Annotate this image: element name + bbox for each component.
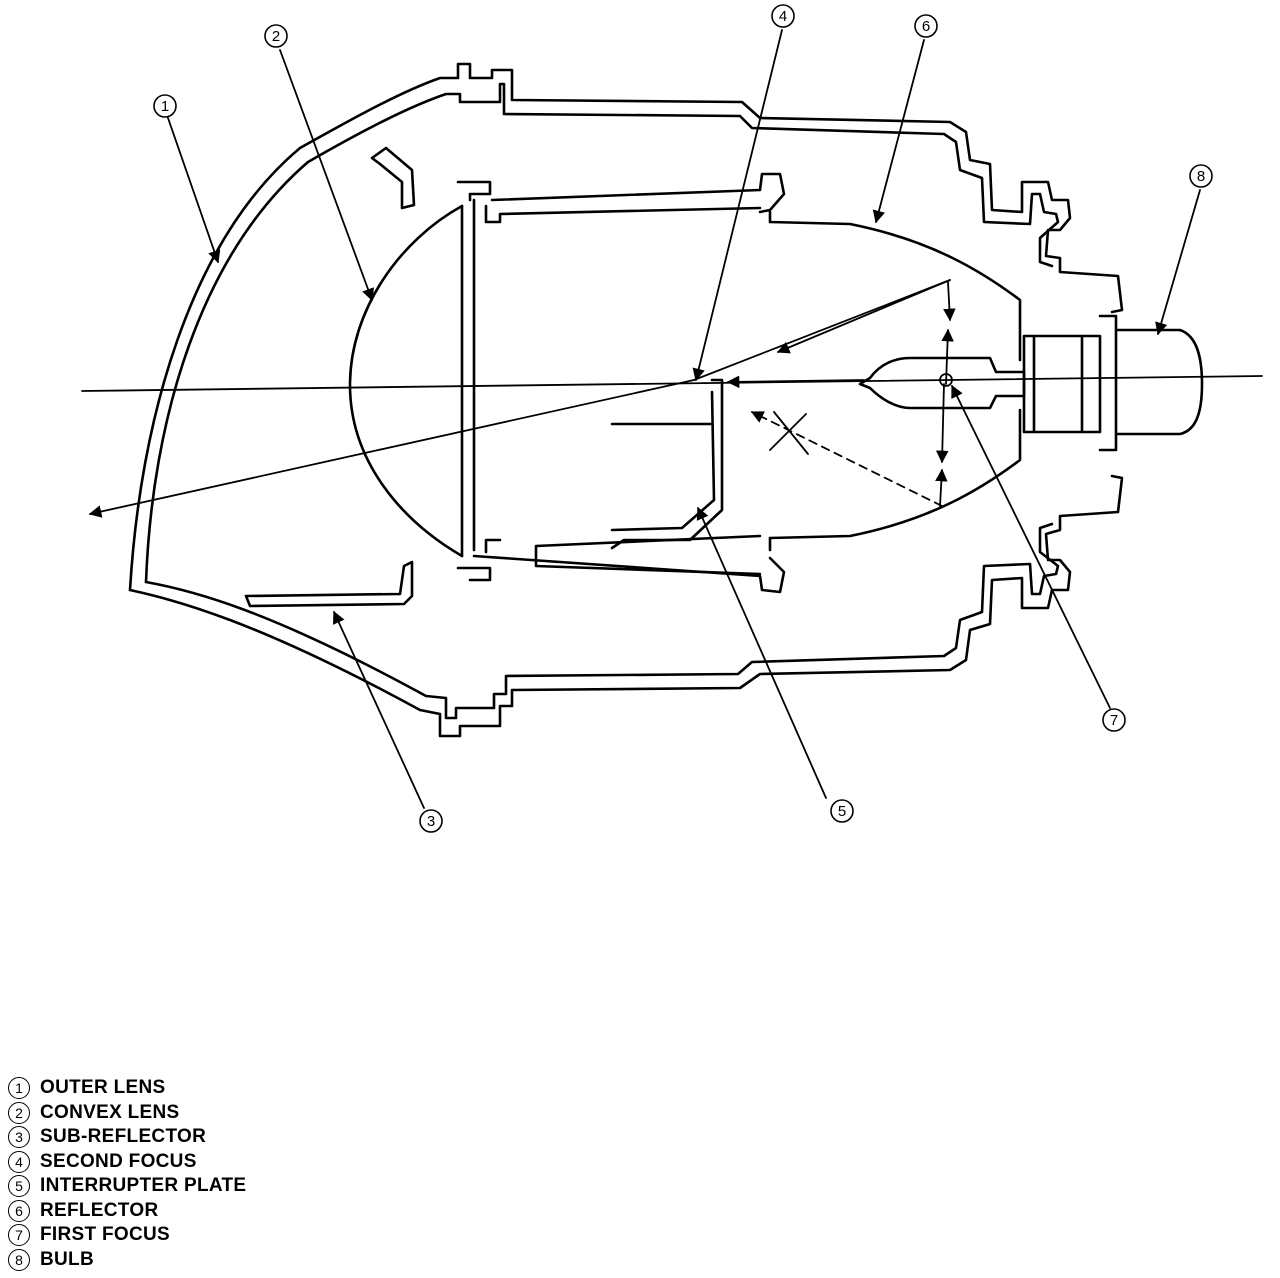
legend-label: REFLECTOR <box>40 1199 159 1221</box>
callout-7: 7 <box>1102 708 1126 732</box>
leader-lines <box>167 29 1201 809</box>
legend-item-outer-lens: 1 OUTER LENS <box>8 1076 246 1101</box>
legend-item-second-focus: 4 SECOND FOCUS <box>8 1150 246 1175</box>
legend-item-first-focus: 7 FIRST FOCUS <box>8 1223 246 1248</box>
legend-item-interrupter-plate: 5 INTERRUPTER PLATE <box>8 1174 246 1199</box>
optical-axis <box>81 375 1263 392</box>
callout-5: 5 <box>830 799 854 823</box>
callout-number: 6 <box>922 18 930 35</box>
callout-6: 6 <box>914 14 938 38</box>
legend-item-reflector: 6 REFLECTOR <box>8 1199 246 1224</box>
legend-number: 1 <box>8 1077 30 1100</box>
legend-label: CONVEX LENS <box>40 1101 180 1123</box>
bulb <box>858 314 1204 452</box>
legend-number: 6 <box>8 1199 30 1222</box>
callout-number: 2 <box>272 28 280 45</box>
upper-shield <box>370 146 416 210</box>
legend-number: 2 <box>8 1101 30 1124</box>
legend-number: 7 <box>8 1224 30 1247</box>
legend-number: 5 <box>8 1175 30 1198</box>
legend-item-convex-lens: 2 CONVEX LENS <box>8 1101 246 1126</box>
callout-number: 7 <box>1110 712 1118 729</box>
convex-lens <box>348 204 464 558</box>
callout-2: 2 <box>264 24 288 48</box>
callout-number: 4 <box>779 8 787 25</box>
callout-8: 8 <box>1189 164 1213 188</box>
legend-item-sub-reflector: 3 SUB-REFLECTOR <box>8 1125 246 1150</box>
legend-label: INTERRUPTER PLATE <box>40 1175 247 1197</box>
legend-label: BULB <box>40 1248 94 1270</box>
callout-4: 4 <box>771 4 795 28</box>
legend-label: OUTER LENS <box>40 1077 166 1099</box>
reflector <box>768 210 1022 552</box>
callout-number: 8 <box>1197 168 1205 185</box>
legend-number: 3 <box>8 1126 30 1149</box>
legend-label: FIRST FOCUS <box>40 1224 170 1246</box>
callout-number: 3 <box>427 813 435 830</box>
outer-lens-housing <box>128 62 1124 738</box>
callout-3: 3 <box>419 809 443 833</box>
legend-number: 8 <box>8 1248 30 1271</box>
callout-number: 1 <box>161 98 169 115</box>
light-rays <box>88 279 956 518</box>
legend-label: SECOND FOCUS <box>40 1150 197 1172</box>
legend-number: 4 <box>8 1150 30 1173</box>
legend-label: SUB-REFLECTOR <box>40 1126 207 1148</box>
sub-reflector <box>244 560 414 608</box>
callout-1: 1 <box>153 94 177 118</box>
callout-number: 5 <box>838 803 846 820</box>
legend-item-bulb: 8 BULB <box>8 1248 246 1273</box>
